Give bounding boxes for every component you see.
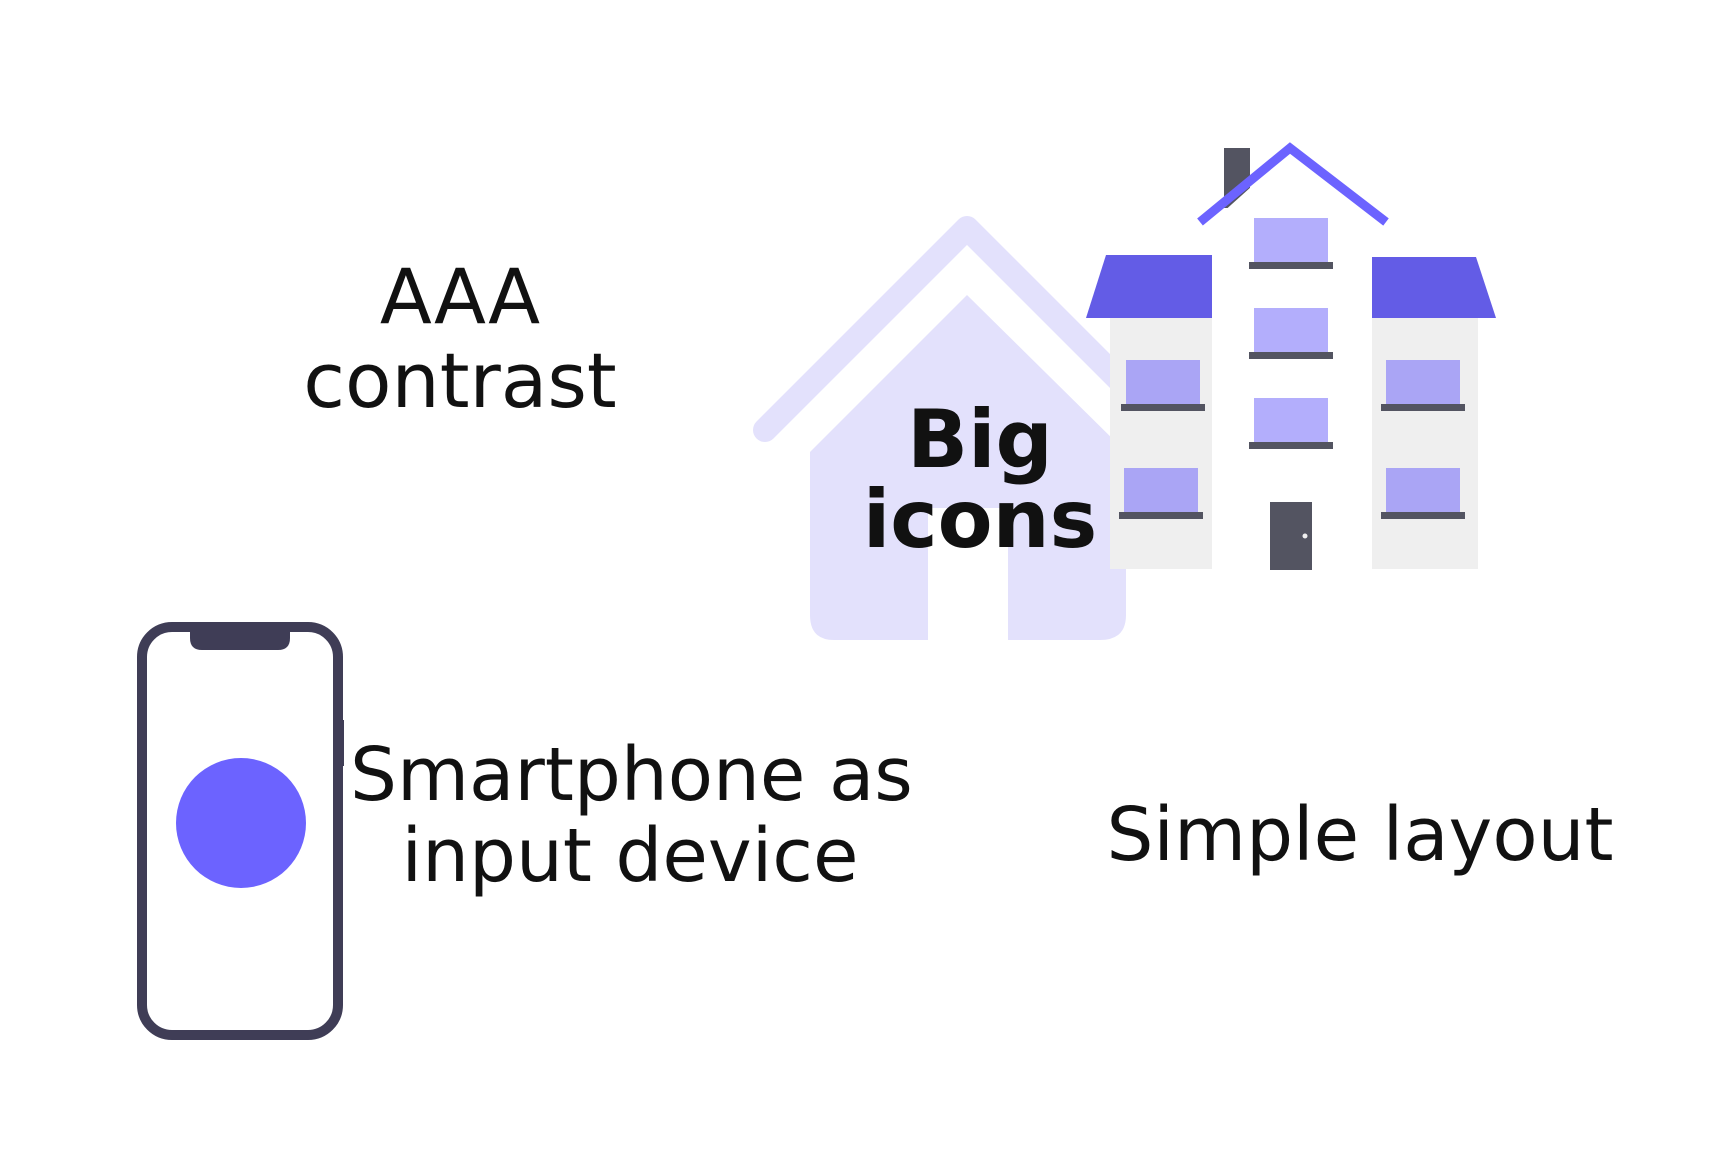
- smartphone-input-label: Smartphone as input device: [350, 732, 913, 900]
- aaa-contrast-label: AAA contrast: [300, 255, 620, 422]
- big-icons-line-1: Big: [907, 393, 1053, 486]
- smartphone-input-line-1: Smartphone as: [350, 732, 913, 818]
- house-icon: [753, 216, 1181, 640]
- touch-button-circle: [176, 758, 306, 888]
- simple-layout-label: Simple layout: [1106, 792, 1614, 878]
- aaa-contrast-line-1: AAA: [379, 252, 541, 341]
- smartphone-input-line-2: input device: [401, 813, 859, 900]
- big-icons-line-2: icons: [862, 473, 1098, 566]
- big-icons-label: Big icons: [830, 400, 1130, 560]
- apartment-building-icon: [1086, 142, 1496, 570]
- aaa-contrast-line-2: contrast: [303, 335, 617, 425]
- smartphone-icon: [137, 622, 344, 1040]
